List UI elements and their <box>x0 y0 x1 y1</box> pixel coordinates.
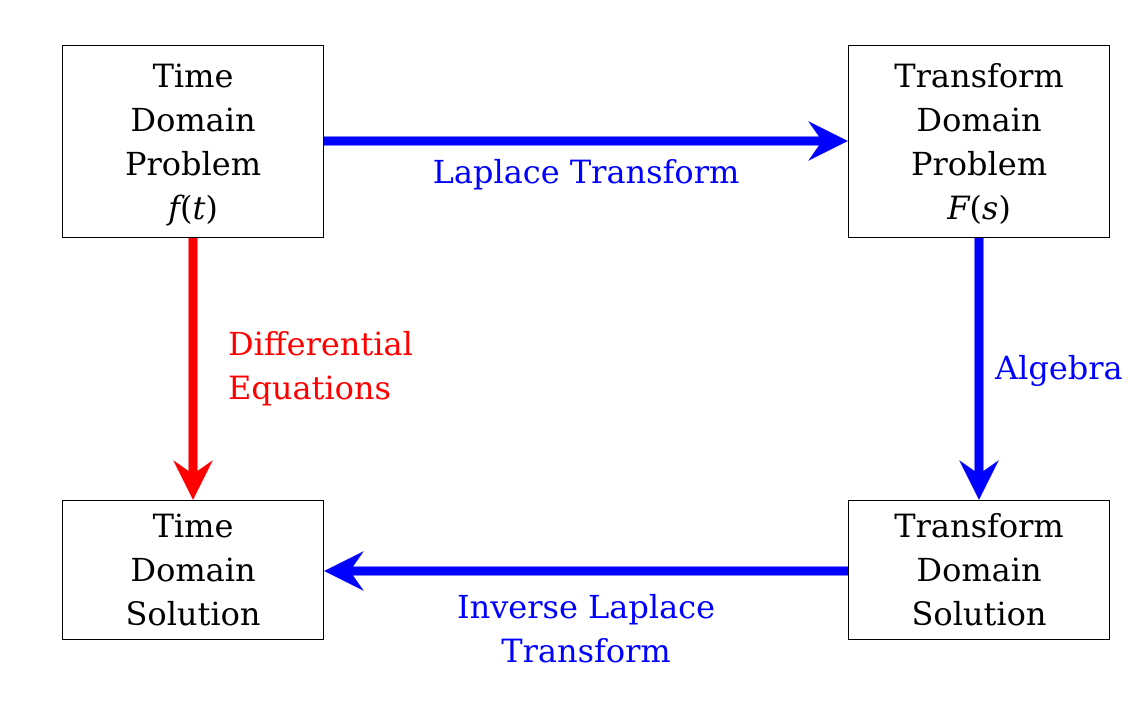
algebra-arrow <box>959 238 999 500</box>
transform-function-math: F(s) <box>947 188 1011 227</box>
inverse-arrow-head <box>324 551 364 591</box>
edge-label-line: Equations <box>228 369 391 407</box>
node-line: Time <box>152 507 234 545</box>
edge-label-line: Differential <box>228 325 413 363</box>
node-line: Domain <box>130 551 256 589</box>
node-line: Solution <box>125 595 261 633</box>
algebra-arrow-head <box>959 460 999 500</box>
inverse-arrow <box>324 551 848 591</box>
differential-equations-label: Differential Equations <box>228 322 413 410</box>
node-line: Domain <box>916 551 1042 589</box>
edge-label-line: Laplace Transform <box>432 153 740 191</box>
node-line: Transform <box>894 56 1064 95</box>
differential-arrow <box>173 238 213 500</box>
edge-label-line: Inverse Laplace <box>456 588 716 626</box>
node-line: Problem <box>124 144 262 183</box>
differential-arrow-head <box>173 460 213 500</box>
transform-domain-solution-box: Transform Domain Solution <box>848 500 1110 640</box>
laplace-transform-label: Laplace Transform <box>433 150 740 194</box>
algebra-label: Algebra <box>995 346 1123 390</box>
laplace-arrow <box>324 121 848 161</box>
transform-domain-problem-box: Transform Domain Problem F(s) <box>848 45 1110 238</box>
node-line: Solution <box>911 595 1047 633</box>
edge-label-line: Algebra <box>995 349 1123 387</box>
time-function-math: f(t) <box>168 188 218 227</box>
inverse-laplace-label: Inverse Laplace Transform <box>457 585 715 673</box>
time-domain-solution-box: Time Domain Solution <box>62 500 324 640</box>
time-domain-problem-box: Time Domain Problem f(t) <box>62 45 324 238</box>
node-line: Domain <box>130 100 256 139</box>
node-line: Time <box>152 56 234 95</box>
node-line: Domain <box>916 100 1042 139</box>
edge-label-line: Transform <box>501 632 671 670</box>
laplace-arrow-head <box>808 121 848 161</box>
node-line: Transform <box>894 507 1064 545</box>
node-line: Problem <box>910 144 1048 183</box>
